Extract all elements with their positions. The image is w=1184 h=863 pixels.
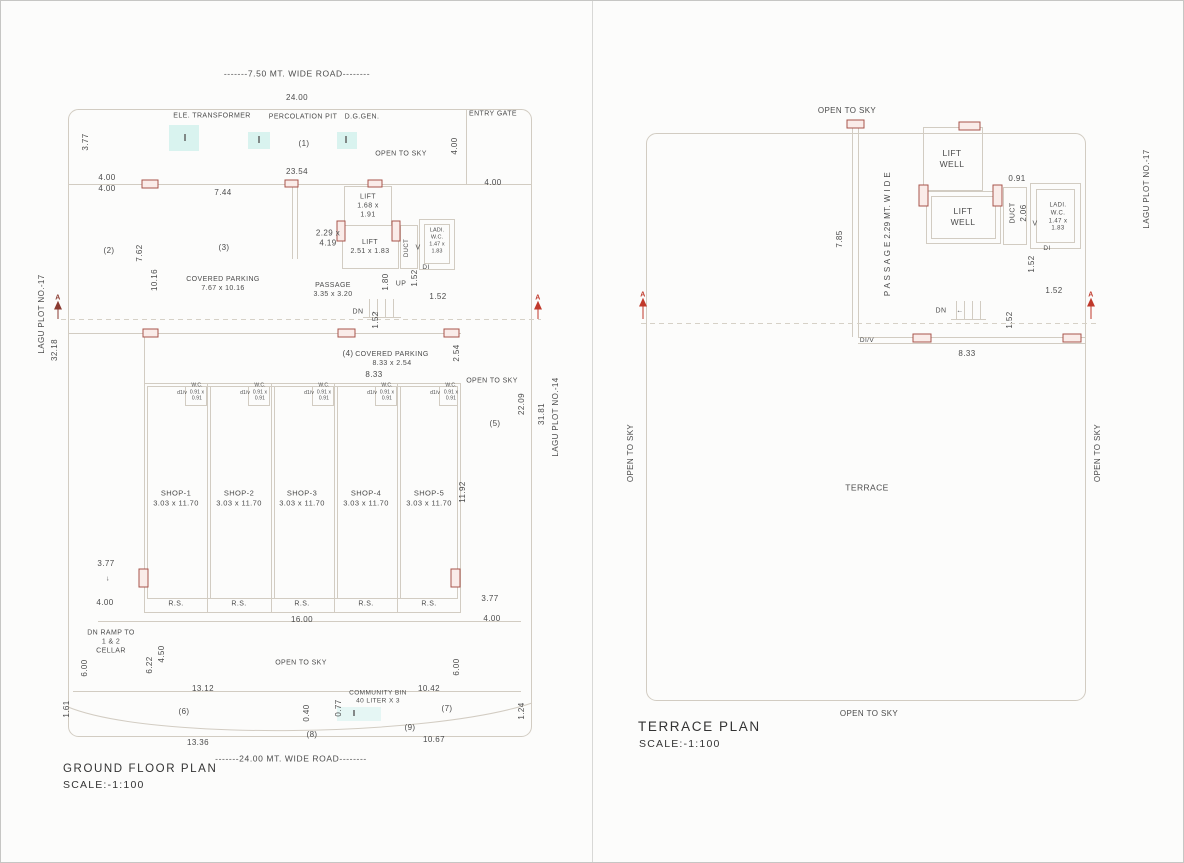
gf-plot-and-walls bbox=[67, 109, 533, 737]
tr-plot-and-walls bbox=[646, 125, 1086, 701]
terrace-title: TERRACE PLAN bbox=[638, 719, 761, 734]
gf-equipment-ticks bbox=[184, 134, 355, 716]
terrace-scale: SCALE:-1:100 bbox=[639, 738, 721, 750]
ground-floor-scale: SCALE:-1:100 bbox=[63, 779, 145, 791]
ground-floor-title: GROUND FLOOR PLAN bbox=[63, 763, 218, 775]
sheet-divider bbox=[592, 1, 593, 862]
gf-wall-hatches bbox=[138, 179, 461, 588]
tr-wall-hatches bbox=[846, 119, 1082, 343]
gf-section-arrows bbox=[54, 300, 542, 319]
tr-section-arrows bbox=[639, 297, 1095, 319]
